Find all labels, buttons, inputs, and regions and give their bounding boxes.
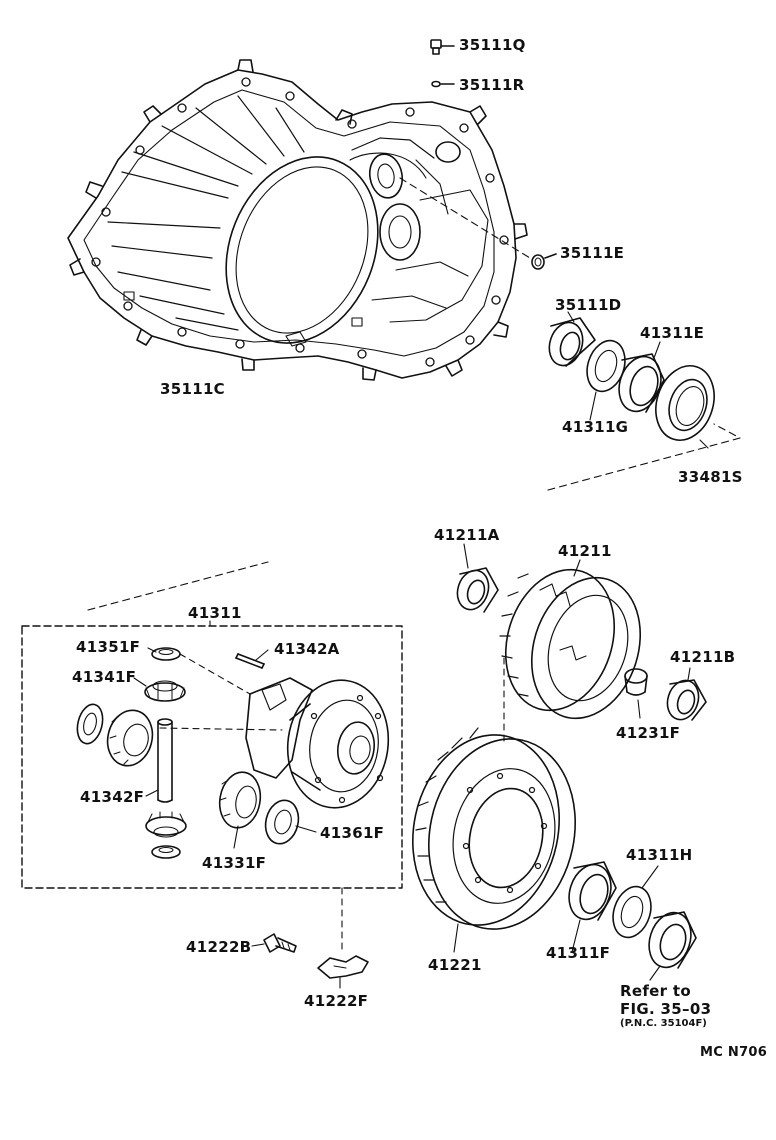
- leader-dashed: [400, 178, 530, 258]
- label-41311f: 41311F: [546, 944, 611, 962]
- label-35111d: 35111D: [555, 296, 622, 314]
- label-41351f: 41351F: [76, 638, 141, 656]
- diff-assembly-box: [22, 626, 402, 888]
- leaders-top-right: [548, 312, 740, 490]
- label-41341f: 41341F: [72, 668, 137, 686]
- bolt-41222b-icon: [252, 934, 296, 952]
- counter-driven-gear-41211-icon: [488, 555, 657, 732]
- label-41311g: 41311G: [562, 418, 629, 436]
- pin-41342a-icon: [236, 654, 264, 668]
- reference-line-3: (P.N.C. 35104F): [620, 1018, 707, 1029]
- washer-lower-icon: [152, 846, 180, 858]
- oil-seal-35111d-icon: [544, 318, 595, 370]
- label-33481s: 33481S: [678, 468, 743, 486]
- oil-seal-33481s-icon: [647, 358, 724, 448]
- pinion-shaft-41342f-icon: [158, 719, 172, 802]
- label-41231f: 41231F: [616, 724, 681, 742]
- label-41311h: 41311H: [626, 846, 693, 864]
- label-35111r: 35111R: [459, 76, 525, 94]
- label-41211: 41211: [558, 542, 612, 560]
- label-41331f: 41331F: [202, 854, 267, 872]
- transaxle-housing: [68, 60, 527, 380]
- label-41342f: 41342F: [80, 788, 145, 806]
- label-41342a: 41342A: [274, 640, 340, 658]
- figure-code: MC N706: [700, 1045, 768, 1060]
- label-41311: 41311: [188, 604, 242, 622]
- spacer-41231f-icon: [625, 669, 647, 695]
- leaders-bottom-right: [454, 544, 690, 980]
- label-35111c: 35111C: [160, 380, 225, 398]
- label-41222f: 41222F: [304, 992, 369, 1010]
- plug-35111q-icon: [431, 40, 454, 54]
- shim-41311g-icon: [581, 336, 631, 397]
- bearing-41311f-icon: [562, 859, 617, 925]
- side-gear-left-icon: [102, 706, 158, 771]
- label-35111e-top: 35111E: [560, 244, 625, 262]
- leaders-diff: [134, 648, 316, 848]
- lock-plate-41222f-icon: [318, 956, 368, 988]
- label-35111q: 35111Q: [459, 36, 526, 54]
- oil-seal-lower-icon: [642, 907, 697, 973]
- o-ring-35111r-icon: [432, 82, 454, 87]
- o-ring-35111e-icon: [532, 254, 556, 269]
- bearing-race-41311e-icon: [612, 351, 667, 417]
- pinion-gear-41341f-icon: [145, 681, 185, 701]
- reference-line-1: Refer to: [620, 982, 691, 1000]
- thrust-washer-icon: [74, 702, 107, 747]
- pinion-gear-lower-icon: [146, 812, 186, 837]
- leader-dashed: [88, 562, 268, 610]
- assembly-lines: [160, 654, 342, 950]
- bearing-41211b-icon: [663, 676, 706, 723]
- side-gear-41331f-icon: [215, 769, 264, 831]
- differential-case-icon: [246, 674, 396, 815]
- label-41222b: 41222B: [186, 938, 252, 956]
- ring-gear-41221-icon: [396, 721, 593, 943]
- bearing-41211a-icon: [453, 566, 498, 613]
- shim-41311h-icon: [607, 882, 657, 943]
- label-41311e: 41311E: [640, 324, 705, 342]
- label-41211a: 41211A: [434, 526, 500, 544]
- reference-line-2: FIG. 35–03: [620, 1000, 712, 1018]
- washer-41351f-icon: [152, 648, 180, 660]
- thrust-washer-41361f-icon: [261, 797, 303, 847]
- label-41211b: 41211B: [670, 648, 736, 666]
- label-41361f: 41361F: [320, 824, 385, 842]
- label-41221: 41221: [428, 956, 482, 974]
